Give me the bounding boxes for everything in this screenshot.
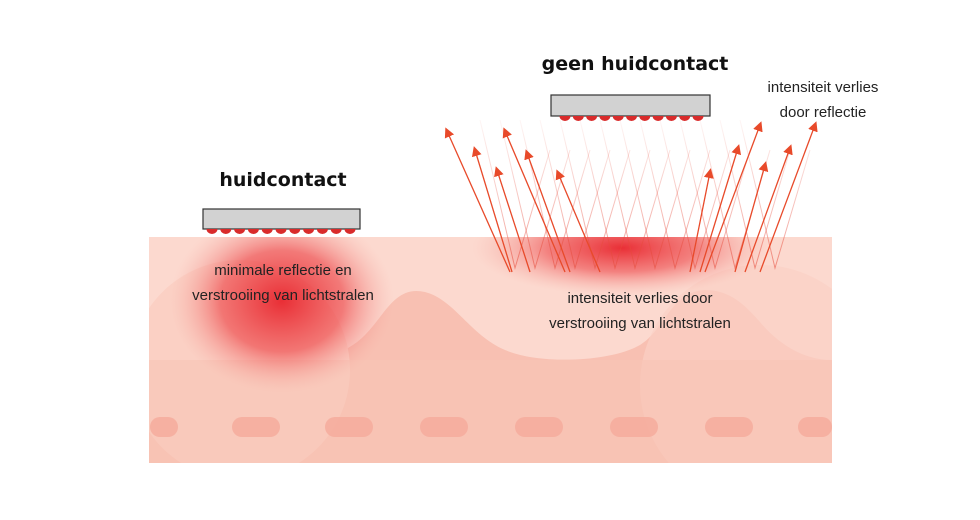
reflection-arrow <box>524 149 571 273</box>
vessel-dash <box>798 417 832 437</box>
scatter-ray <box>519 119 591 270</box>
skin-layer <box>149 237 832 463</box>
scatter-ray <box>559 119 631 270</box>
scatter-ray <box>659 119 731 270</box>
scatter-ray <box>619 119 691 270</box>
scatter-ray <box>739 119 811 270</box>
right-light-glow <box>472 237 772 296</box>
device-with-contact <box>202 208 361 234</box>
led-icon <box>303 229 315 234</box>
led-icon <box>652 116 664 121</box>
led-icon <box>234 229 246 234</box>
scatter-ray <box>539 119 611 270</box>
reflected-arrows <box>444 121 818 273</box>
caption-line-1: minimale reflectie en <box>214 262 352 279</box>
reflection-arrow <box>502 127 566 273</box>
reflection-line-2: door reflectie <box>779 104 867 121</box>
scatter-ray <box>579 119 651 270</box>
scatter-ray <box>679 119 751 270</box>
led-icon <box>275 229 287 234</box>
caption-minimal-reflection: minimale reflectie en verstrooiing van l… <box>168 258 398 308</box>
left-light-glow <box>170 237 394 393</box>
reflection-arrow <box>699 144 742 273</box>
led-icon <box>247 229 259 234</box>
caption-line-2: verstrooiing van lichtstralen <box>192 287 374 304</box>
device-without-contact <box>550 94 711 121</box>
reflection-arrow <box>759 121 818 273</box>
scatter-ray <box>499 119 571 270</box>
heading-huidcontact: huidcontact <box>219 169 347 191</box>
vessel-dash <box>515 417 563 437</box>
led-row-left <box>206 229 356 234</box>
reflection-arrow <box>471 146 513 273</box>
scatter-ray <box>599 119 671 270</box>
led-icon <box>289 229 301 234</box>
led-icon <box>220 229 232 234</box>
led-icon <box>626 116 637 121</box>
led-icon <box>665 116 677 121</box>
led-icon <box>612 116 624 121</box>
reflection-arrow <box>704 121 763 273</box>
reflection-arrow <box>734 161 769 273</box>
reflection-arrow <box>555 169 601 273</box>
scatter-ray <box>639 119 711 270</box>
led-icon <box>572 116 584 121</box>
led-icon <box>692 116 704 121</box>
led-icon <box>206 229 218 234</box>
led-row-right <box>559 116 704 121</box>
led-icon <box>330 229 342 234</box>
scatter-line-1: intensiteit verlies door <box>567 290 713 307</box>
led-icon <box>316 229 328 234</box>
scatter-line-2: verstrooiing van lichtstralen <box>549 315 731 332</box>
scattered-rays <box>479 119 811 270</box>
reflection-line-1: intensiteit verlies <box>767 79 879 96</box>
caption-reflection-loss: intensiteit verlies door reflectie <box>748 75 898 125</box>
skin-vessels <box>150 417 832 437</box>
vessel-dash <box>150 417 178 437</box>
vessel-dash <box>610 417 658 437</box>
reflection-arrow <box>689 168 714 273</box>
scatter-ray <box>479 119 551 270</box>
led-icon <box>261 229 273 234</box>
led-icon <box>639 116 651 121</box>
led-icon <box>344 229 356 234</box>
reflection-arrow <box>494 166 531 273</box>
vessel-dash <box>325 417 373 437</box>
vessel-dash <box>232 417 280 437</box>
vessel-dash <box>420 417 468 437</box>
heading-geen-huidcontact: geen huidcontact <box>541 53 729 75</box>
reflection-arrow <box>444 127 511 273</box>
reflection-arrow <box>744 144 793 273</box>
led-icon <box>586 116 598 121</box>
vessel-dash <box>705 417 753 437</box>
led-icon <box>559 116 571 121</box>
led-icon <box>599 116 611 121</box>
led-icon <box>679 116 691 121</box>
caption-scatter-loss: intensiteit verlies door verstrooiing va… <box>520 286 760 336</box>
